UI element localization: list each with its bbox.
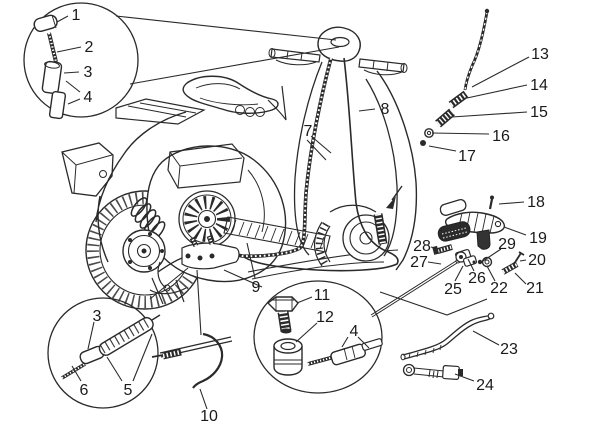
inset-pointer-lines: [115, 15, 488, 336]
callout-9-label: 9: [252, 279, 261, 296]
callout-28-label: 28: [413, 238, 431, 255]
steering-column: [293, 61, 323, 256]
suspension-spring: [130, 197, 166, 241]
saddle: [182, 75, 287, 121]
callout-6-label: 6: [80, 382, 89, 399]
legshield-inner: [365, 78, 398, 257]
callout-13-label: 13: [531, 46, 549, 63]
callout-4-label: 4: [84, 89, 93, 106]
callout-17-label: 17: [458, 148, 476, 165]
callout-18-label: 18: [527, 194, 545, 211]
engine-seam: [247, 169, 265, 233]
rear-hub: [122, 229, 166, 273]
part-13-cable: [463, 8, 490, 91]
outer-sheath: [98, 314, 161, 356]
callout-12-label: 12: [316, 309, 334, 326]
part-20-pin: [513, 251, 525, 265]
callout-2-label: 2: [85, 39, 94, 56]
callout-8-label: 8: [381, 101, 390, 118]
pedal-bracket: [476, 229, 491, 250]
brake-cable: [243, 57, 399, 272]
part-28-bolt: [432, 244, 453, 255]
callout-22-label: 22: [490, 280, 508, 297]
part-23-rod: [400, 312, 495, 361]
front-fork-spring: [373, 213, 388, 245]
part-10-clip: [151, 332, 233, 389]
scooter-illustration: [61, 26, 418, 310]
center-stand: [149, 277, 187, 305]
callout-labels: 1 2 3 4 5 6 7 8 9 10 11 12 13 14 15 16 1…: [72, 7, 549, 425]
callout-16-label: 16: [492, 128, 510, 145]
pedal-rubber-pad: [437, 221, 471, 242]
legshield-outer: [376, 70, 418, 271]
adjuster-sleeve: [48, 90, 67, 120]
callout-3-label: 3: [84, 64, 93, 81]
part-18-pin: [488, 195, 494, 210]
callout-27-label: 27: [410, 254, 428, 271]
part-19-pedal: [437, 199, 506, 250]
callout-14-label: 14: [530, 77, 548, 94]
callout-29-label: 29: [498, 236, 516, 253]
callout-20-label: 20: [528, 252, 546, 269]
detail-circle-bottom-middle: [253, 280, 383, 394]
gear-selector-box: [157, 235, 240, 273]
routing-arrow: [386, 185, 403, 209]
callout-leader-lines: [56, 15, 530, 410]
right-grip: [358, 58, 408, 76]
part-16-washer: [424, 128, 434, 138]
left-grip: [268, 48, 321, 66]
callout-3b-label: 3: [93, 308, 102, 325]
cable-adjuster: [307, 338, 383, 366]
callout-19-label: 19: [529, 230, 547, 247]
callout-24-label: 24: [476, 377, 494, 394]
callout-10-label: 10: [200, 408, 218, 425]
callout-11-label: 11: [314, 287, 331, 304]
callout-4b-label: 4: [350, 323, 359, 340]
part-15-spring: [435, 108, 455, 128]
part-17-nut: [420, 140, 426, 146]
part-29-pin: [477, 259, 483, 265]
tail-light-box: [61, 142, 114, 197]
cylinder-box: [167, 143, 245, 189]
threaded-cable-end: [47, 32, 58, 63]
hex-bolt: [266, 296, 299, 334]
callout-7-label: 7: [304, 123, 313, 140]
luggage-rack: [115, 98, 206, 125]
inner-cable-wire: [61, 362, 86, 380]
callout-5-label: 5: [124, 382, 133, 399]
callout-25-label: 25: [444, 281, 462, 298]
part-24-lever: [402, 363, 463, 381]
detail-circle-top-left: [23, 2, 139, 120]
cable-nipple: [33, 14, 58, 33]
brake-arm: [157, 261, 167, 289]
body-outline: [95, 111, 187, 263]
headset-hole: [330, 36, 350, 48]
callout-15-label: 15: [530, 104, 548, 121]
callout-1-label: 1: [72, 7, 81, 24]
part-25-26-trunnion: [455, 248, 483, 267]
callout-26-label: 26: [468, 270, 486, 287]
gear-cables: [227, 57, 333, 258]
callout-23-label: 23: [500, 341, 518, 358]
handlebar: [268, 26, 408, 76]
part-14-adjuster-nipple: [448, 90, 469, 109]
detail-circle-bottom-left: [47, 297, 161, 409]
part-21-roller: [501, 261, 519, 275]
callout-21-label: 21: [526, 280, 544, 297]
barrel-nut: [273, 338, 303, 376]
